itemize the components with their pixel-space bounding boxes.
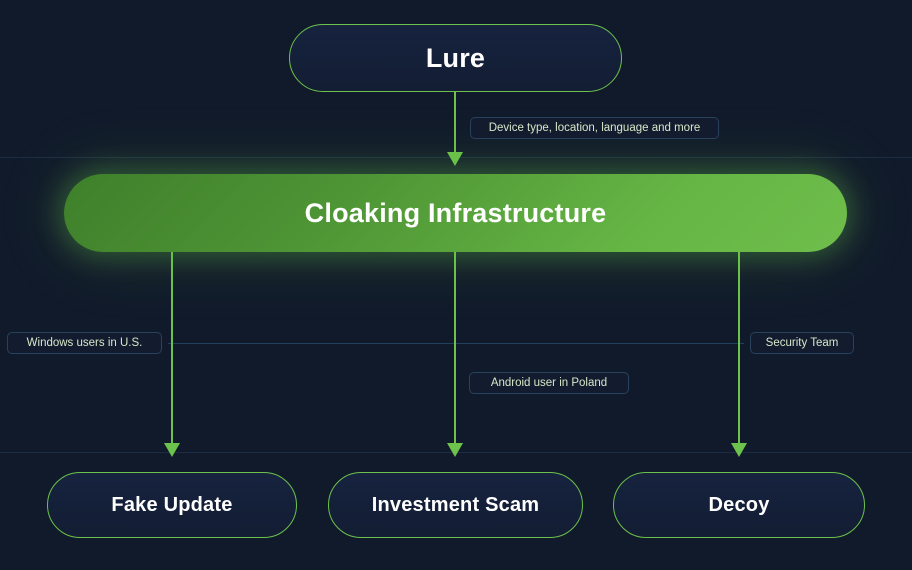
edge-label-android-user: Android user in Poland	[469, 372, 629, 394]
connector-lure-to-cloaking	[454, 89, 456, 155]
connector-cloaking-to-fake-update	[171, 250, 173, 446]
arrowhead-to-fake-update	[164, 443, 180, 457]
node-lure[interactable]: Lure	[289, 24, 622, 92]
node-cloaking-infrastructure[interactable]: Cloaking Infrastructure	[64, 174, 847, 252]
arrowhead-to-investment-scam	[447, 443, 463, 457]
node-investment-scam[interactable]: Investment Scam	[328, 472, 583, 538]
edge-label-windows-users: Windows users in U.S.	[7, 332, 162, 354]
connector-rail	[168, 343, 744, 344]
connector-cloaking-to-investment-scam	[454, 250, 456, 446]
node-decoy[interactable]: Decoy	[613, 472, 865, 538]
arrowhead-to-cloaking	[447, 152, 463, 166]
arrowhead-to-decoy	[731, 443, 747, 457]
connector-cloaking-to-decoy	[738, 250, 740, 446]
edge-label-device-signals: Device type, location, language and more	[470, 117, 719, 139]
node-fake-update[interactable]: Fake Update	[47, 472, 297, 538]
edge-label-security-team: Security Team	[750, 332, 854, 354]
